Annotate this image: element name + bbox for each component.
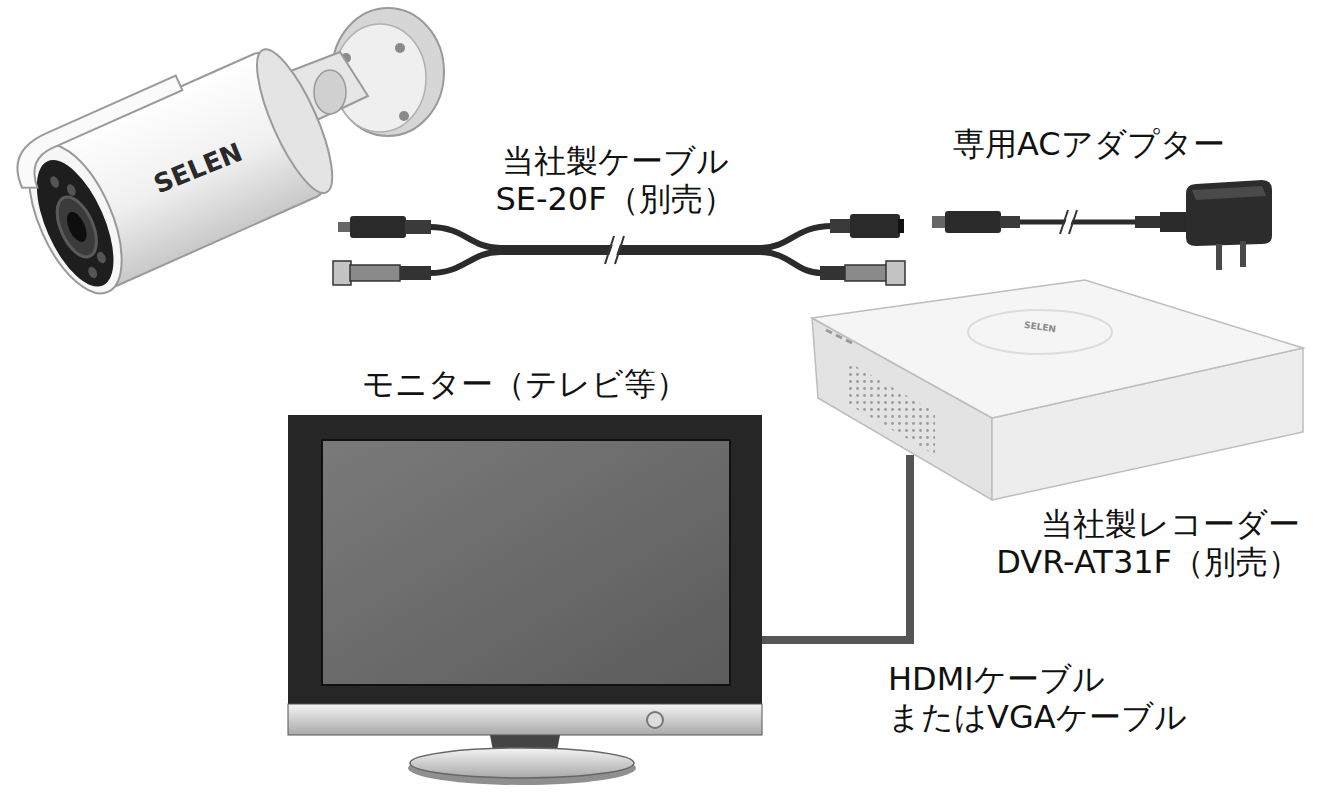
camera-back-cap bbox=[243, 41, 347, 201]
cable-node: 当社製ケーブル SE-20F（別売） bbox=[330, 140, 910, 290]
cable-wire bbox=[430, 227, 500, 248]
brand-logo: SELEN bbox=[127, 128, 268, 208]
recorder-node: SELEN当社製レコーダー DVR-AT31F（別売） bbox=[818, 282, 1302, 455]
dc-jack-opening bbox=[898, 219, 904, 233]
dc-plug bbox=[350, 216, 406, 238]
recorder-top-face bbox=[812, 280, 1303, 418]
adapter-top bbox=[1192, 186, 1266, 200]
cable-connector bbox=[762, 455, 910, 640]
plug-prong bbox=[1216, 244, 1222, 270]
recorder-logo-ring bbox=[968, 310, 1112, 354]
bnc-head bbox=[886, 261, 905, 285]
dc-jack-relief bbox=[830, 219, 852, 233]
adapter-joint bbox=[1160, 212, 1187, 232]
recorder-leds bbox=[826, 330, 852, 343]
camera-node: SELEN bbox=[15, 10, 445, 305]
part-caption: モニター（テレビ等） bbox=[288, 365, 762, 403]
bnc-body bbox=[845, 265, 887, 281]
break-mark bbox=[605, 236, 624, 264]
camera-front-face bbox=[21, 149, 129, 297]
monitor-illustration bbox=[288, 415, 762, 785]
dc-plug-relief bbox=[405, 220, 431, 234]
ir-led bbox=[49, 175, 61, 189]
dc-plug-tip bbox=[338, 222, 351, 232]
screw bbox=[399, 111, 409, 121]
ir-led bbox=[87, 265, 99, 279]
adapter-body bbox=[1186, 180, 1272, 246]
bnc-boot bbox=[820, 266, 846, 280]
adapter-cable bbox=[1018, 220, 1138, 225]
bnc-boot bbox=[400, 266, 431, 280]
cable-main bbox=[498, 245, 762, 255]
monitor-node: モニター（テレビ等） bbox=[288, 415, 762, 735]
part-caption: 当社製ケーブル SE-20F（別売） bbox=[490, 142, 740, 218]
edge-label: HDMIケーブル またはVGAケーブル bbox=[888, 660, 1228, 736]
brand-logo: SELEN bbox=[1010, 318, 1071, 336]
monitor-bottom-band bbox=[288, 704, 762, 735]
adapter-illustration bbox=[932, 180, 1272, 270]
camera-lens bbox=[49, 191, 104, 262]
ir-led bbox=[65, 183, 77, 197]
cable-wire bbox=[760, 252, 822, 273]
dc-jack bbox=[850, 214, 900, 238]
bnc-head bbox=[333, 261, 351, 285]
dc-plug-tip bbox=[932, 216, 946, 228]
monitor-screen bbox=[322, 440, 730, 685]
monitor-bezel bbox=[288, 415, 762, 707]
adapter-relief bbox=[1135, 216, 1161, 228]
cable-illustration bbox=[333, 214, 905, 285]
screw bbox=[395, 43, 405, 53]
camera-illustration bbox=[6, 8, 444, 307]
dc-plug-relief bbox=[1000, 216, 1020, 228]
camera-body bbox=[6, 30, 347, 307]
mount-joint bbox=[314, 70, 346, 114]
dc-plug bbox=[945, 211, 1001, 233]
camera-lens-center bbox=[63, 209, 91, 245]
cable-wire bbox=[430, 252, 500, 273]
part-caption: 専用ACアダプター bbox=[953, 125, 1273, 163]
part-caption: 当社製レコーダー DVR-AT31F（別売） bbox=[980, 505, 1300, 581]
power-button bbox=[647, 712, 663, 728]
adapter-node: 専用ACアダプター bbox=[925, 125, 1280, 275]
monitor-base bbox=[410, 748, 634, 778]
bnc-body bbox=[350, 265, 400, 281]
recorder-illustration bbox=[812, 280, 1303, 500]
ir-led bbox=[95, 250, 107, 264]
cable-wire bbox=[760, 226, 832, 248]
break-mark bbox=[1060, 210, 1077, 234]
plug-prong bbox=[1240, 241, 1246, 267]
